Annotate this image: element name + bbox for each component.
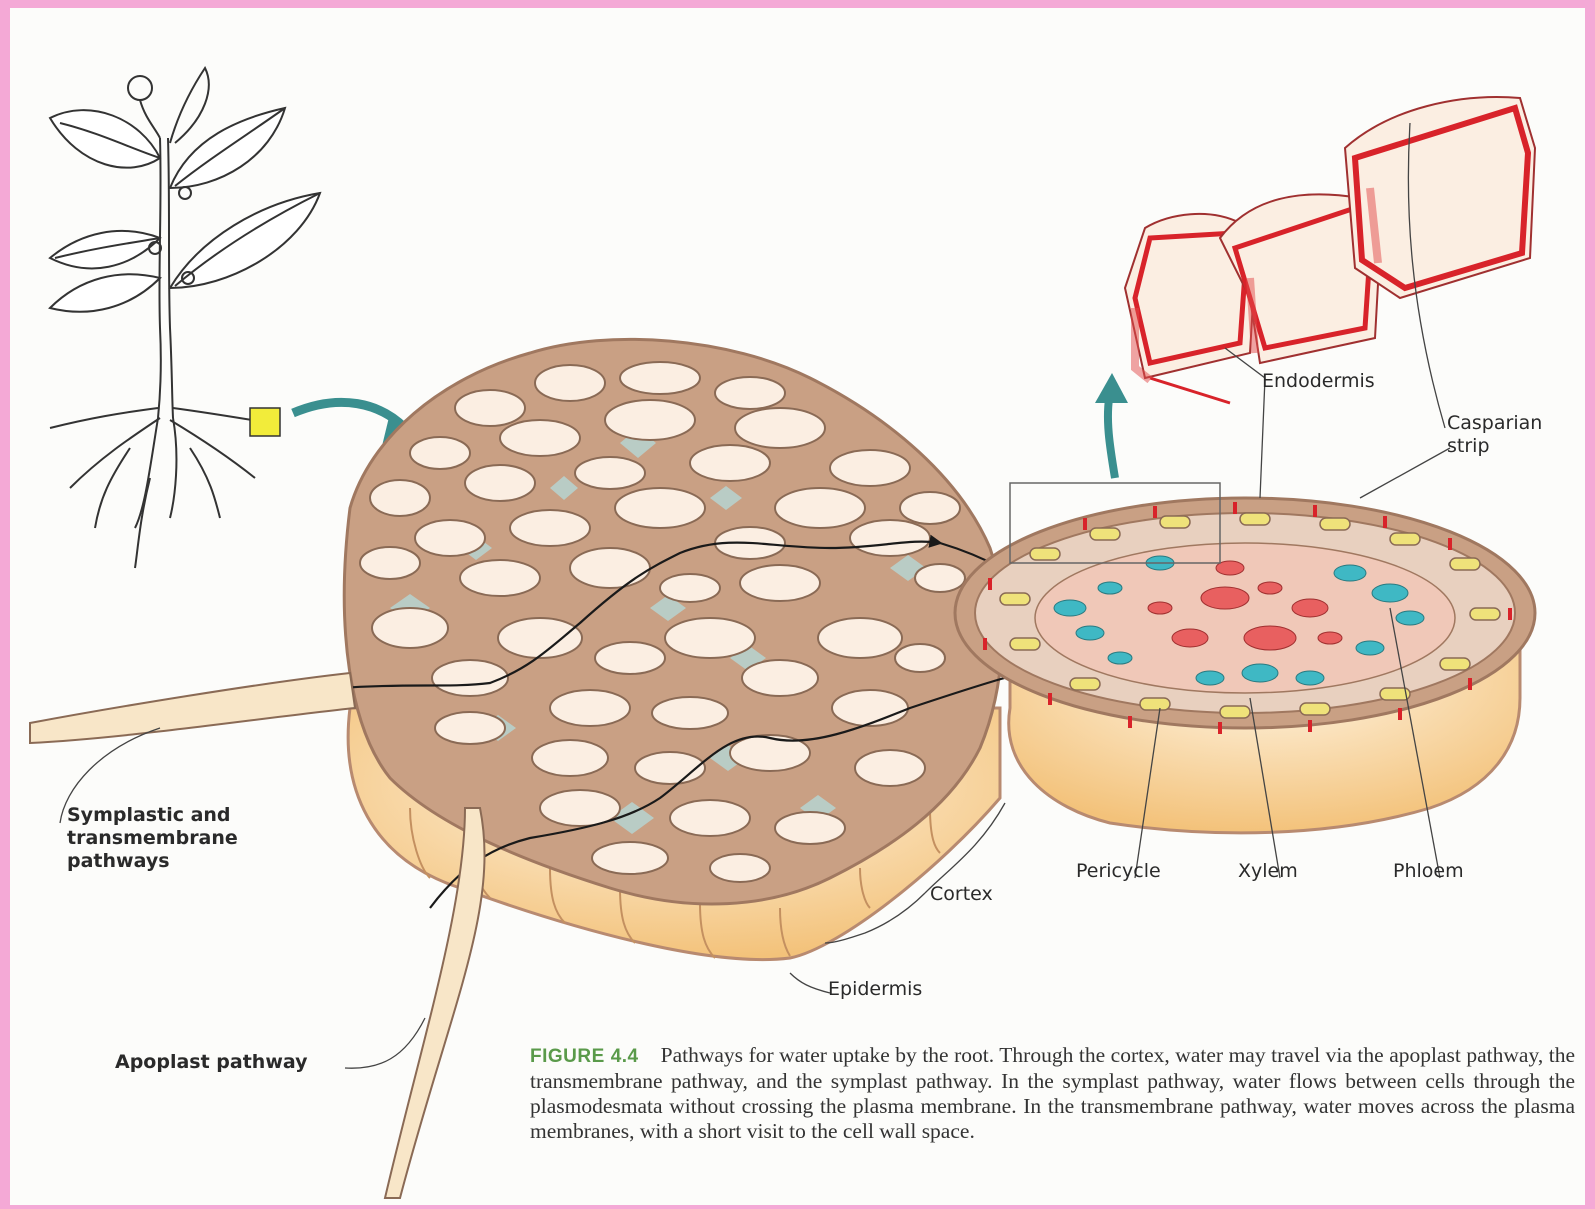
label-endodermis: Endodermis <box>1262 370 1375 393</box>
label-pericycle: Pericycle <box>1076 860 1161 883</box>
caption-text: Pathways for water uptake by the root. T… <box>530 1043 1575 1143</box>
endodermis-arrow <box>1108 393 1115 478</box>
label-casparian-strip: Casparian strip <box>1447 412 1577 458</box>
plant-illustration <box>50 68 320 568</box>
figure-frame: Symplastic and transmembrane pathways Ap… <box>10 8 1585 1205</box>
label-xylem: Xylem <box>1238 860 1298 883</box>
figure-number: FIGURE 4.4 <box>530 1046 639 1067</box>
label-epidermis: Epidermis <box>828 978 922 1001</box>
root-hair-symplastic <box>30 673 355 743</box>
zoom-marker <box>250 408 280 436</box>
label-apoplast-pathway: Apoplast pathway <box>115 1051 308 1074</box>
root-cross-section-diagram <box>10 8 1585 1205</box>
label-cortex: Cortex <box>930 883 993 906</box>
label-symplastic-pathways: Symplastic and transmembrane pathways <box>67 804 267 872</box>
label-phloem: Phloem <box>1393 860 1464 883</box>
endodermis-cells-3d <box>1125 97 1535 403</box>
